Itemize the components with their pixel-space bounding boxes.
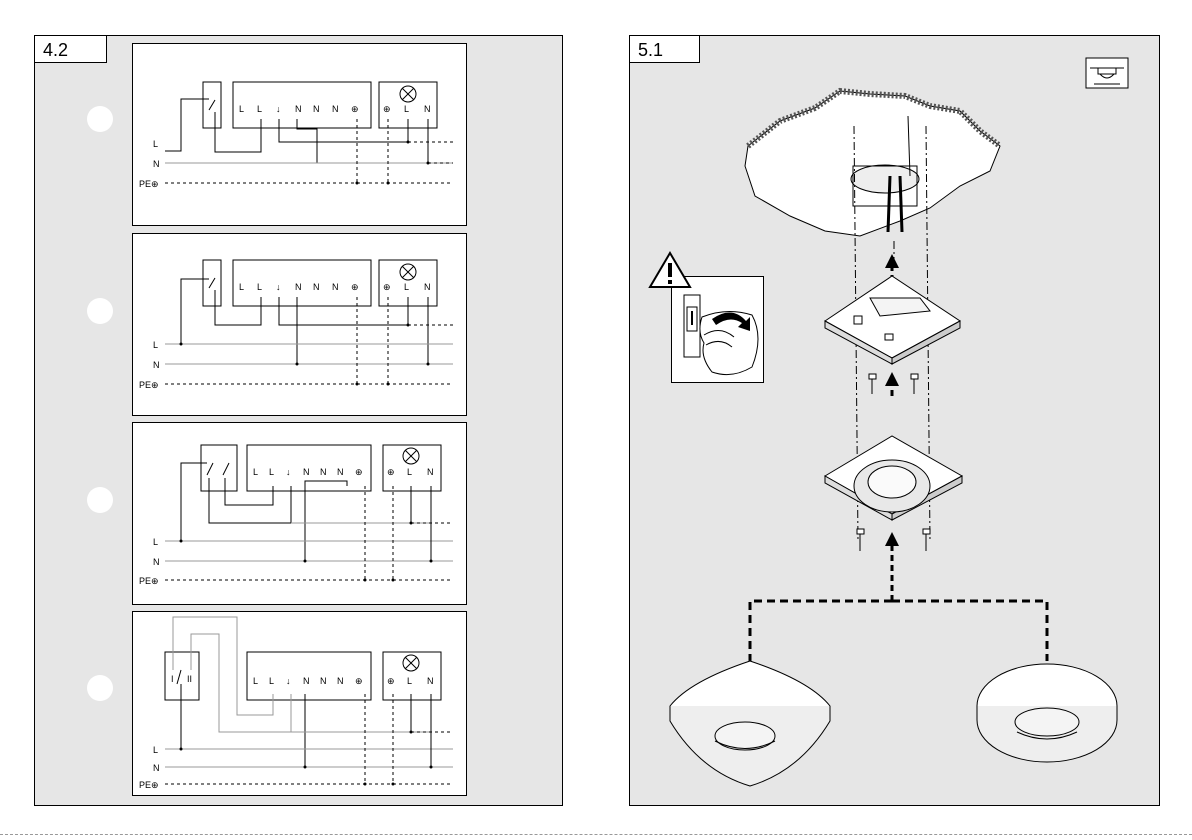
arrow-up-icon (885, 532, 899, 546)
wiring-diagram-2: L L ↓ N N N ⊕ ⊕ L N L N PE⊕ (132, 233, 467, 416)
lamp-terminal-label: ⊕ (383, 104, 391, 114)
terminal-label: L (257, 104, 262, 114)
terminal-label: N (332, 282, 339, 292)
line-label-l: L (153, 340, 158, 350)
round-cover (977, 664, 1117, 762)
terminal-label: N (320, 467, 327, 477)
terminal-label: N (313, 104, 320, 114)
terminal-label: ↓ (286, 676, 291, 686)
warning-triangle-icon (648, 251, 692, 289)
line-label-l: L (153, 139, 158, 149)
line-label-pe: PE⊕ (139, 179, 159, 189)
left-panel: 4.2 (34, 35, 563, 806)
terminal-label: N (303, 676, 310, 686)
terminal-label: N (332, 104, 339, 114)
terminal-label: ⊕ (351, 104, 359, 114)
page-edge (0, 834, 1192, 835)
sensor-module (825, 436, 962, 520)
terminal-label: N (313, 282, 320, 292)
section-label-4-2: 4.2 (34, 35, 107, 63)
terminal-label: L (239, 104, 244, 114)
bullet-2 (87, 298, 113, 324)
lamp-terminal-label: N (427, 676, 434, 686)
terminal-label: N (303, 467, 310, 477)
terminal-label: N (295, 282, 302, 292)
terminal-label: N (320, 676, 327, 686)
terminal-label: ↓ (286, 467, 291, 477)
mounting-base (825, 276, 960, 364)
bullet-3 (87, 487, 113, 513)
square-cover (670, 661, 830, 786)
wiring-diagram-3: L L ↓ N N N ⊕ ⊕ L N L N PE⊕ (132, 422, 467, 605)
lamp-terminal-label: N (427, 467, 434, 477)
terminal-label: L (239, 282, 244, 292)
arrow-up-icon (885, 254, 899, 268)
line-label-n: N (153, 763, 160, 773)
line-label-n: N (153, 159, 160, 169)
line-label-l: L (153, 537, 158, 547)
line-label-pe: PE⊕ (139, 380, 159, 390)
terminal-label: N (295, 104, 302, 114)
switch-label-ii: II (187, 674, 192, 684)
terminal-label: L (257, 282, 262, 292)
terminal-label: L (269, 676, 274, 686)
arrow-up-icon (885, 372, 899, 386)
lamp-terminal-label: L (404, 104, 409, 114)
lamp-terminal-label: ⊕ (387, 467, 395, 477)
lamp-terminal-label: L (407, 467, 412, 477)
lamp-terminal-label: ⊕ (387, 676, 395, 686)
lamp-terminal-label: ⊕ (383, 282, 391, 292)
right-panel: 5.1 (629, 35, 1160, 806)
wiring-diagram-1: L L ↓ N N N ⊕ ⊕ L N L N PE⊕ (132, 43, 467, 226)
switch-label-i: I (171, 674, 174, 684)
terminal-label: ⊕ (355, 467, 363, 477)
line-label-n: N (153, 360, 160, 370)
terminal-label: N (337, 467, 344, 477)
light-switch-icon (684, 295, 700, 357)
lamp-terminal-label: L (404, 282, 409, 292)
lamp-terminal-label: L (407, 676, 412, 686)
lamp-terminal-label: N (424, 104, 431, 114)
power-off-warning (671, 276, 764, 383)
terminal-label: N (337, 676, 344, 686)
terminal-label: L (269, 467, 274, 477)
bullet-1 (87, 106, 113, 132)
wiring-diagram-4: I II L L ↓ N N N ⊕ ⊕ L N L N PE⊕ (132, 611, 467, 796)
terminal-label: ⊕ (355, 676, 363, 686)
bullet-4 (87, 675, 113, 701)
terminal-label: ↓ (276, 282, 281, 292)
line-label-l: L (153, 745, 158, 755)
ceiling-mount-icon (1086, 58, 1128, 88)
ceiling-slab (745, 91, 1000, 236)
lamp-terminal-label: N (424, 282, 431, 292)
line-label-pe: PE⊕ (139, 576, 159, 586)
terminal-label: L (253, 467, 258, 477)
terminal-label: ↓ (276, 104, 281, 114)
terminal-label: ⊕ (351, 282, 359, 292)
terminal-label: L (253, 676, 258, 686)
line-label-pe: PE⊕ (139, 780, 159, 790)
line-label-n: N (153, 557, 160, 567)
